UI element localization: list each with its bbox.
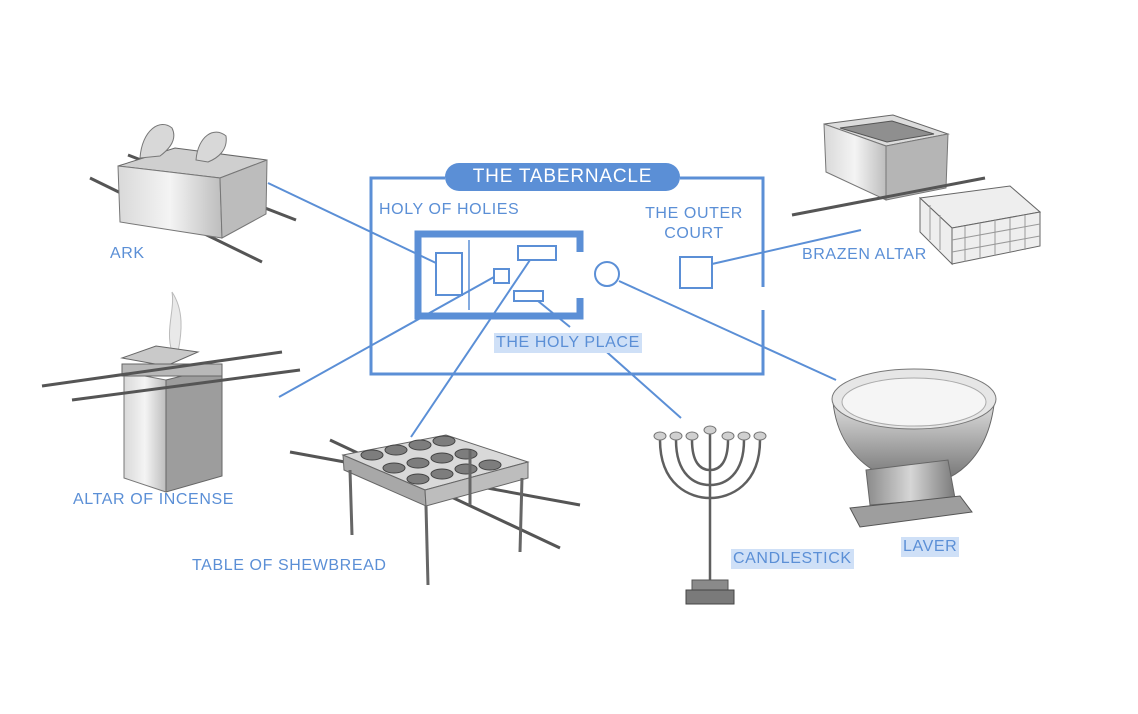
brazen-altar-illustration <box>791 114 1042 266</box>
label-outer-court-line2: COURT <box>664 225 724 242</box>
leader-lines <box>267 182 862 438</box>
label-holy-of-holies: HOLY OF HOLIES <box>379 201 520 218</box>
shewbread-table-marker <box>517 245 557 261</box>
brazen-altar-leader <box>711 229 862 265</box>
shewbread-leader <box>410 259 531 438</box>
label-holy-place: THE HOLY PLACE <box>494 333 642 353</box>
label-outer-court-line1: THE OUTER <box>645 205 743 222</box>
tabernacle-plan <box>369 176 765 376</box>
laver-leader <box>618 280 837 381</box>
label-laver: LAVER <box>901 537 960 557</box>
holy-place-leader <box>537 300 571 328</box>
laver-illustration <box>831 368 997 528</box>
candlestick-illustration <box>653 425 767 605</box>
ark-illustration <box>89 124 297 264</box>
label-altar-of-incense: ALTAR OF INCENSE <box>73 491 235 508</box>
incense-leader <box>278 276 495 398</box>
candlestick-leader <box>599 345 682 419</box>
tent-outline <box>414 230 584 320</box>
table-of-shewbread-illustration <box>289 434 581 586</box>
ark-leader <box>267 182 437 264</box>
label-brazen-altar: BRAZEN ALTAR <box>802 246 927 263</box>
label-candlestick: CANDLESTICK <box>731 549 854 569</box>
label-ark: ARK <box>110 245 145 262</box>
label-table-of-shewbread: TABLE OF SHEWBREAD <box>192 557 387 574</box>
label-outer-court: THE OUTER COURT <box>636 204 752 244</box>
laver-marker <box>594 261 620 287</box>
altar-of-incense-illustration <box>41 291 301 493</box>
outer-court-outline <box>369 176 765 376</box>
ark-marker <box>435 252 463 296</box>
candlestick-marker <box>513 290 544 302</box>
diagram-title: THE TABERNACLE <box>445 163 680 191</box>
incense-altar-marker <box>493 268 510 284</box>
brazen-altar-marker <box>679 256 713 289</box>
